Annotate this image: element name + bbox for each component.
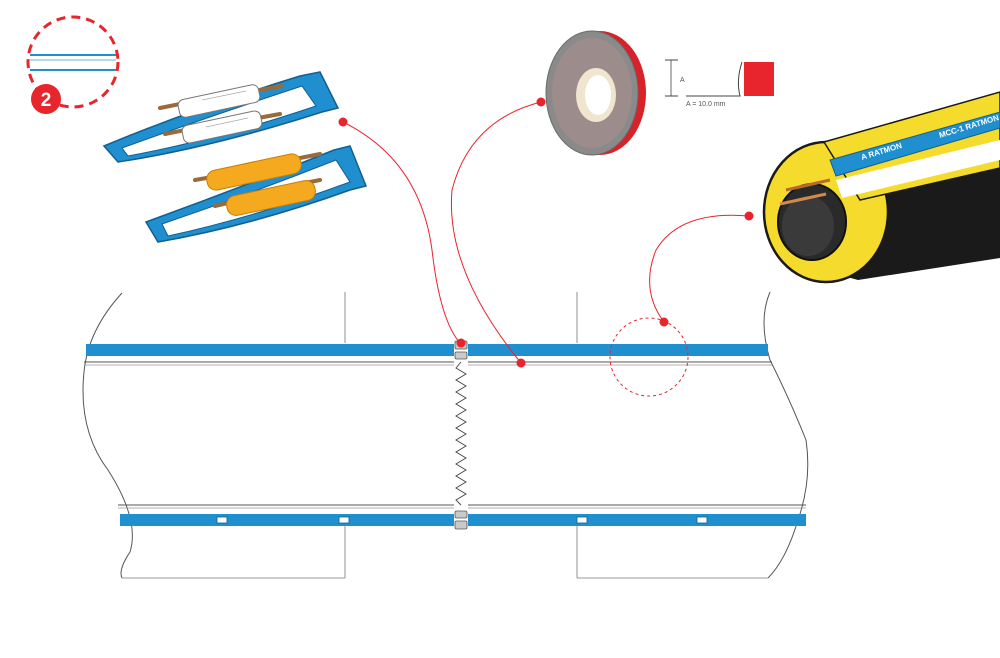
joint-clip	[454, 351, 468, 360]
cut-boundary-left	[82, 292, 133, 579]
strip-markers	[216, 516, 708, 524]
connector-assemblies	[102, 71, 368, 243]
joint-clip	[454, 520, 468, 530]
leader-connectors	[342, 121, 461, 344]
leader-tape	[450, 101, 542, 364]
step-detail-callout: 2	[26, 15, 120, 114]
dimension-text: A = 10.0 mm	[686, 101, 726, 108]
dimension-letter: A	[680, 77, 685, 84]
insulated-pipe: A RATMON MCC-1 RATMON	[762, 91, 1000, 284]
tape-dimension-drawing: A A = 10.0 mm	[665, 59, 774, 108]
detail-target-circle	[609, 317, 689, 397]
pipe-joint-assembly	[82, 291, 809, 579]
step-badge	[31, 84, 61, 114]
tape-cross-section	[744, 62, 774, 96]
connector-sleeve-white	[177, 84, 261, 118]
top-blue-strip	[86, 344, 768, 356]
zigzag-wire	[455, 361, 467, 506]
connector-frame-upper	[102, 71, 340, 163]
step-number: 2	[41, 90, 52, 111]
cut-boundary-right	[763, 291, 809, 579]
leader-pipe	[649, 214, 750, 323]
connector-sleeve-orange	[206, 153, 302, 191]
connector-sleeve-orange	[226, 180, 316, 216]
detail-circle	[26, 15, 120, 109]
tape-roll	[545, 30, 646, 156]
joint-clip	[454, 510, 468, 519]
connector-frame-lower	[144, 145, 368, 243]
leader-lines	[338, 97, 754, 397]
